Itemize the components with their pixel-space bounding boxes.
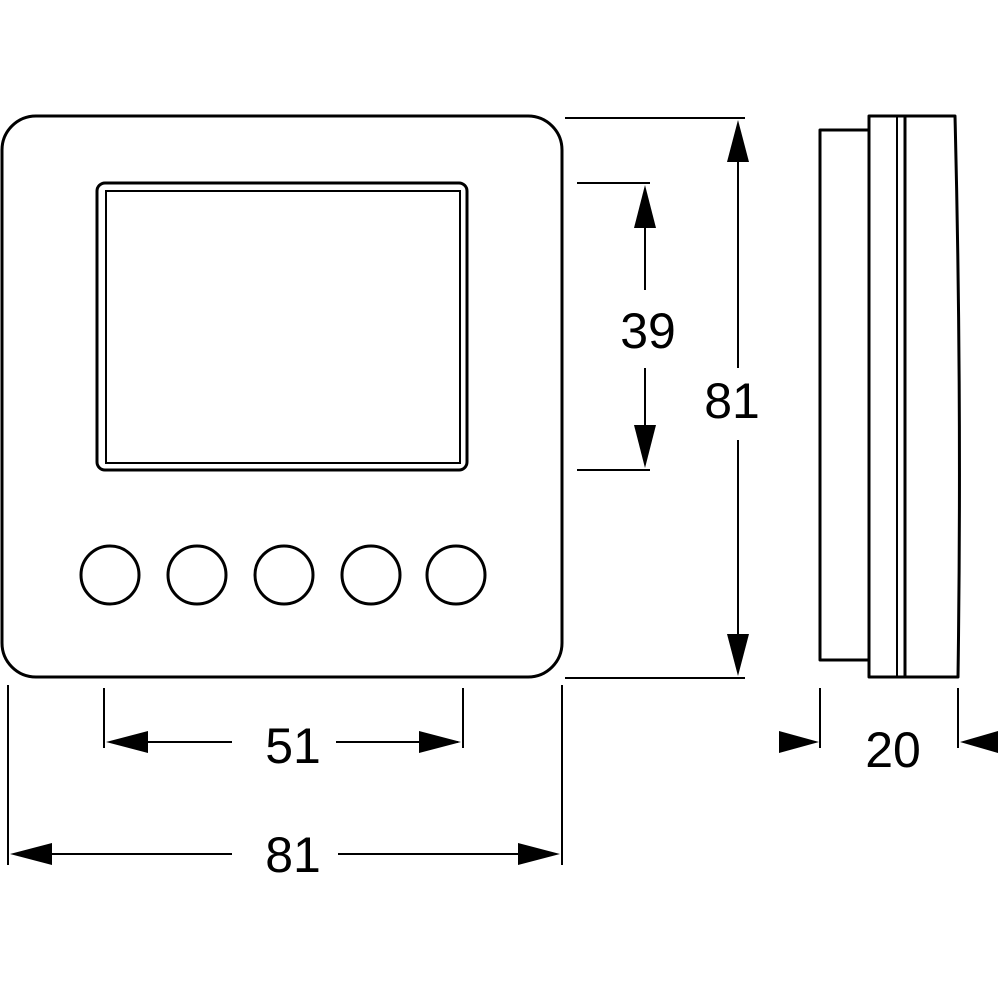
device-button-5 [425,544,487,606]
arrowhead-down [727,634,749,676]
arrowhead-up [727,120,749,162]
side-cover [903,114,961,679]
side-view [818,114,961,679]
dimension-label-total-width: 81 [265,827,321,883]
dimension-label-total-height: 81 [704,373,760,429]
display-frame [95,181,469,472]
dimension-total-width: 81 [7,685,563,883]
display-screen [105,190,461,464]
arrowhead-left [10,843,52,865]
dimension-depth: 20 [779,688,998,778]
device-button-2 [166,544,228,606]
arrowhead-up [634,185,656,228]
arrowhead-left [960,731,998,753]
device-button-4 [340,544,402,606]
dimension-total-height: 81 [565,117,760,679]
dimension-label-screen-width: 51 [265,718,321,774]
button-row [79,544,487,606]
arrowhead-down [634,425,656,468]
arrowhead-right [518,843,560,865]
device-body [0,114,564,679]
dimension-screen-width: 51 [103,688,464,774]
dimension-label-screen-height: 39 [620,303,676,359]
device-button-1 [79,544,141,606]
device-button-3 [253,544,315,606]
dimension-label-depth: 20 [865,722,921,778]
arrowhead-left [106,731,148,753]
front-view [0,114,564,679]
arrowhead-right [779,731,819,753]
side-frame [867,114,907,679]
arrowhead-right [419,731,461,753]
side-base [818,128,871,662]
dimension-screen-height: 39 [577,182,676,471]
